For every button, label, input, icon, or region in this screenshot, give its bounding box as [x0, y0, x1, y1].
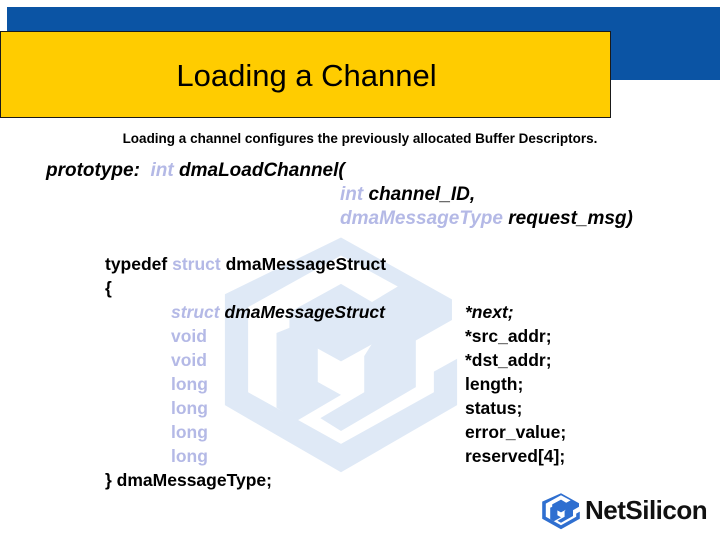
member-3-name: length; [465, 374, 524, 394]
member-1-type: void [171, 326, 207, 346]
member-0-name: *next; [465, 302, 514, 322]
member-2-name: *dst_addr; [465, 350, 552, 370]
param-1-name: channel_ID, [368, 184, 476, 205]
struct-member-row: long reserved[4]; [105, 444, 565, 468]
prototype-spacer [140, 160, 151, 181]
member-0-type: struct [171, 302, 220, 322]
member-1-name: *src_addr; [465, 326, 552, 346]
title-box: Loading a Channel [0, 31, 611, 118]
param-2-type: dmaMessageType [340, 208, 503, 229]
member-5-name: error_value; [465, 422, 567, 442]
typedef-close-line: } dmaMessageType; [105, 470, 272, 490]
member-6-type: long [171, 446, 208, 466]
typedef-open-brace: { [105, 278, 112, 298]
struct-member-row: long status; [105, 396, 522, 420]
member-2-type: void [171, 350, 207, 370]
slide-subtitle: Loading a channel configures the previou… [122, 131, 598, 146]
param-2-name: request_msg) [508, 208, 633, 229]
prototype-param-1: int channel_ID, [340, 184, 475, 206]
prototype-param-2: dmaMessageType request_msg) [340, 208, 633, 230]
member-6-name: reserved[4]; [465, 446, 566, 466]
struct-member-row: void *src_addr; [105, 324, 552, 348]
typedef-keyword: typedef [105, 254, 168, 274]
typedef-block: typedef struct dmaMessageStruct { struct… [105, 252, 566, 492]
member-4-type: long [171, 398, 208, 418]
prototype-label: prototype: [46, 160, 140, 181]
member-5-type: long [171, 422, 208, 442]
prototype-line-1: prototype: int dmaLoadChannel( [46, 160, 345, 182]
netsilicon-logo: NetSilicon [540, 487, 712, 533]
struct-member-row: void *dst_addr; [105, 348, 552, 372]
page-title: Loading a Channel [176, 57, 437, 93]
struct-member-row: long length; [105, 372, 523, 396]
netsilicon-arrow-icon [542, 493, 580, 530]
logo-text: NetSilicon [585, 494, 708, 525]
typedef-struct-name: dmaMessageStruct [225, 254, 387, 274]
typedef-struct-keyword: struct [172, 254, 221, 274]
member-4-name: status; [465, 398, 523, 418]
struct-member-row: struct dmaMessageStruct *next; [105, 300, 514, 324]
prototype-function-name: dmaLoadChannel( [179, 160, 345, 181]
param-1-type: int [340, 184, 364, 205]
member-0-type2: dmaMessageStruct [224, 302, 385, 322]
prototype-return-type: int [150, 160, 174, 181]
struct-member-row: long error_value; [105, 420, 566, 444]
typedef-header: typedef struct dmaMessageStruct [105, 252, 386, 276]
member-3-type: long [171, 374, 208, 394]
